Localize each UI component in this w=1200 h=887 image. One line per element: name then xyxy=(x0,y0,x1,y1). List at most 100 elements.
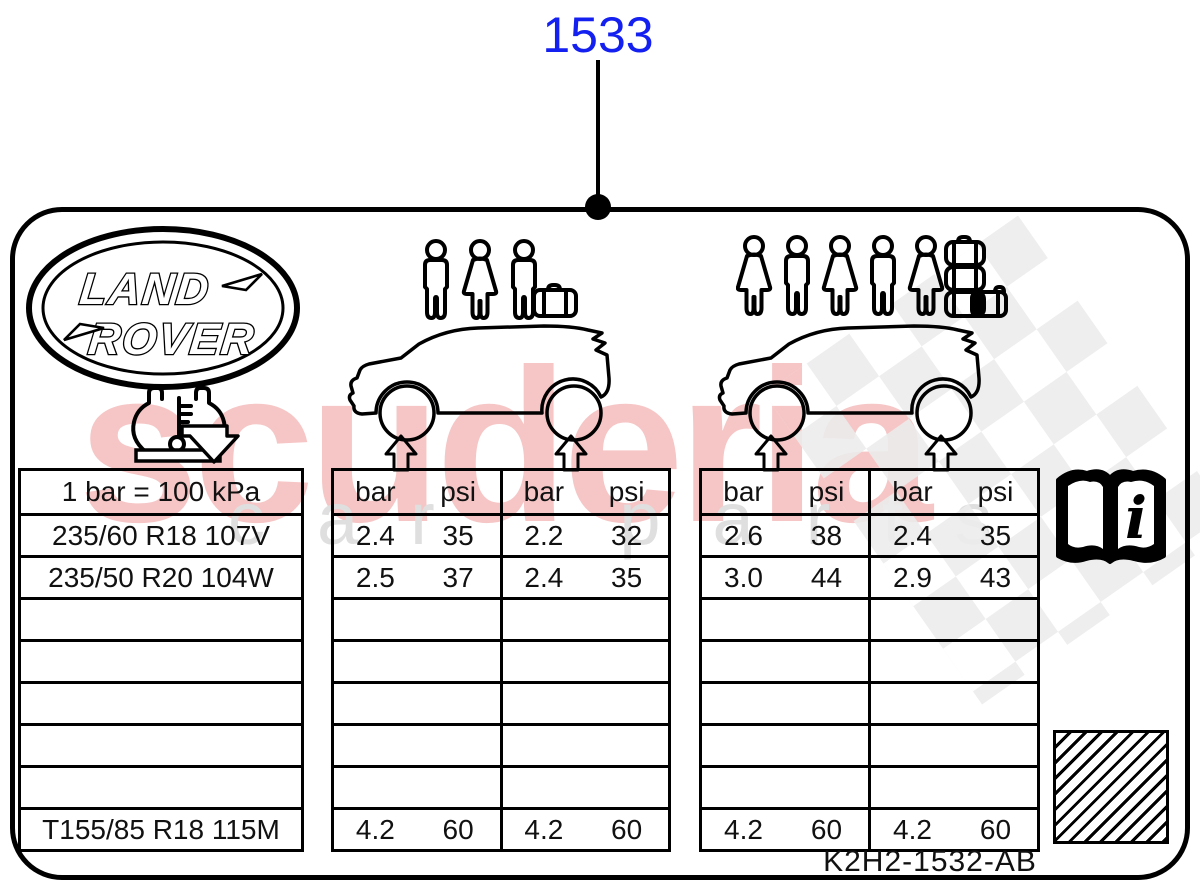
rear-axle-cell: 2.2 32 xyxy=(503,516,669,555)
rear-axle-cell: 4.2 60 xyxy=(871,810,1037,849)
pressure-value: 60 xyxy=(611,813,643,845)
front-axle-cell xyxy=(702,642,871,681)
pressure-value: 44 xyxy=(810,561,843,593)
pressure-row xyxy=(334,723,668,765)
land-rover-logo: LAND ROVER xyxy=(26,226,300,390)
tire-size-cell xyxy=(21,723,301,765)
front-axle-cell: 2.6 38 xyxy=(702,516,871,555)
pressure-row: 2.5 37 2.4 35 xyxy=(334,555,668,597)
pressure-unit-header: bar xyxy=(723,476,764,507)
full-load-passengers-icons xyxy=(736,235,1008,318)
pressure-row: 2.4 35 2.2 32 xyxy=(334,513,668,555)
man-icon xyxy=(511,239,537,320)
pressure-value: 2.2 xyxy=(524,519,564,551)
callout-anchor-dot xyxy=(585,194,611,220)
pressure-unit-header: psi xyxy=(977,476,1014,507)
pressure-value: 2.6 xyxy=(724,519,763,551)
pressure-row xyxy=(334,765,668,807)
pressure-row: bar psi bar psi xyxy=(702,471,1037,513)
pressure-value: 35 xyxy=(611,561,643,593)
pressure-row xyxy=(702,681,1037,723)
pressure-value: 4.2 xyxy=(893,813,932,845)
pressure-unit-header: bar xyxy=(355,476,396,507)
tire-size-cell: 235/50 R20 104W xyxy=(21,555,301,597)
front-axle-cell xyxy=(334,768,503,807)
pressure-value: 2.4 xyxy=(893,519,932,551)
logo-word-rover: ROVER xyxy=(86,315,258,364)
front-axle-cell: 3.0 44 xyxy=(702,558,871,597)
suitcase-icon xyxy=(970,285,1008,318)
pressure-row: bar psi bar psi xyxy=(334,471,668,513)
front-axle-cell: bar psi xyxy=(334,471,503,513)
man-icon xyxy=(423,239,449,320)
pressure-value: 60 xyxy=(810,813,843,845)
woman-icon xyxy=(461,239,499,320)
logo-arrow-left-icon xyxy=(63,322,105,342)
rear-axle-cell: 2.4 35 xyxy=(503,558,669,597)
front-axle-cell xyxy=(702,600,871,639)
man-icon xyxy=(870,235,896,316)
woman-icon xyxy=(736,235,773,316)
logo-arrow-right-icon xyxy=(221,272,263,292)
pressure-unit-header: bar xyxy=(892,476,933,507)
front-axle-cell: 4.2 60 xyxy=(334,810,503,849)
plate-part-code: K2H2-1532-AB xyxy=(823,845,1037,878)
callout-leader-line xyxy=(596,60,600,206)
pressure-value: 4.2 xyxy=(724,813,763,845)
tire-size-cell xyxy=(21,765,301,807)
logo-word-land: LAND xyxy=(77,265,212,314)
hatched-placeholder-square xyxy=(1053,730,1169,844)
suitcase-icon xyxy=(532,283,578,318)
pressure-row xyxy=(334,639,668,681)
front-wheel xyxy=(748,384,806,442)
front-axle-cell xyxy=(702,768,871,807)
front-axle-cell: 2.4 35 xyxy=(334,516,503,555)
pressure-value: 2.4 xyxy=(524,561,564,593)
pressure-value: 4.2 xyxy=(355,813,395,845)
tire-size-cell: 235/60 R18 107V xyxy=(21,513,301,555)
pressure-value: 43 xyxy=(979,561,1012,593)
pressure-unit-header: psi xyxy=(608,476,645,507)
woman-icon xyxy=(907,235,945,316)
pressure-value: 2.5 xyxy=(355,561,395,593)
front-axle-cell xyxy=(334,726,503,765)
pressure-value: 37 xyxy=(442,561,474,593)
pressure-value: 35 xyxy=(442,519,474,551)
pressure-row xyxy=(702,639,1037,681)
front-axle-cell xyxy=(702,684,871,723)
rear-axle-cell: 2.4 35 xyxy=(871,516,1037,555)
front-axle-cell xyxy=(334,642,503,681)
front-axle-cell xyxy=(334,600,503,639)
front-axle-cell xyxy=(702,726,871,765)
pressure-unit-header: bar xyxy=(523,476,565,507)
pressure-value: 38 xyxy=(810,519,843,551)
front-axle-cell: bar psi xyxy=(702,471,871,513)
front-axle-cell: 4.2 60 xyxy=(702,810,871,849)
pressure-unit-header: psi xyxy=(808,476,845,507)
tire-pressure-gauge-icon xyxy=(131,386,240,464)
pressure-row xyxy=(702,765,1037,807)
pressure-value: 60 xyxy=(442,813,474,845)
label-outline xyxy=(10,207,1190,880)
man-icon xyxy=(784,235,810,316)
pressure-value: 60 xyxy=(979,813,1012,845)
front-axle-cell: 2.5 37 xyxy=(334,558,503,597)
owners-manual-book-icon: i xyxy=(1056,469,1166,564)
pressure-value: 2.4 xyxy=(355,519,395,551)
pressure-value: 32 xyxy=(611,519,643,551)
pressure-value: 35 xyxy=(979,519,1012,551)
pressure-row xyxy=(334,597,668,639)
pressure-row xyxy=(334,681,668,723)
pressure-unit-header: psi xyxy=(440,476,477,507)
tire-size-cell: T155/85 R18 115M xyxy=(21,807,301,849)
pressure-value: 3.0 xyxy=(724,561,763,593)
rear-axle-cell: bar psi xyxy=(503,471,669,513)
pressure-row: 2.6 38 2.4 35 xyxy=(702,513,1037,555)
